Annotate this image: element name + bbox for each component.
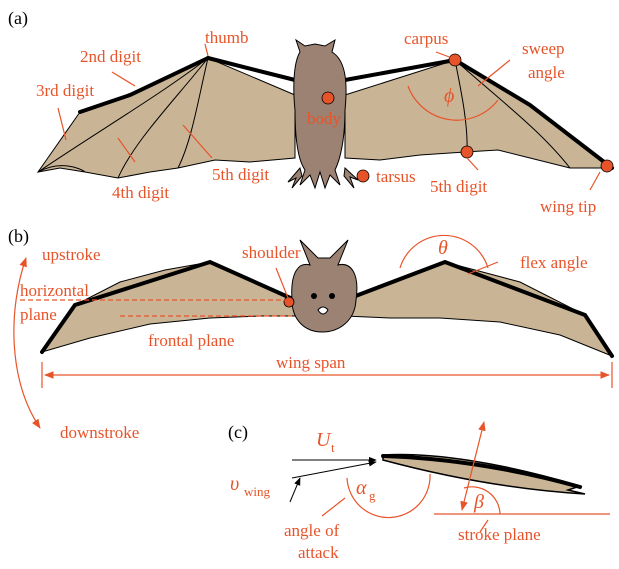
tarsus-marker (357, 170, 369, 182)
resultant-vector (292, 462, 376, 478)
digit5-right-label: 5th digit (430, 177, 487, 196)
attack-label: attack (298, 543, 339, 562)
panel-c: (c) U t υ wing α g angle of attack β str… (228, 422, 610, 562)
shoulder-label: shoulder (242, 243, 301, 262)
digit2-label: 2nd digit (80, 47, 141, 66)
upstroke-label: upstroke (42, 245, 101, 264)
tarsus-label: tarsus (376, 167, 416, 186)
v-subscript: wing (244, 484, 271, 499)
panel-a-label: (a) (8, 8, 28, 29)
digit3-leader (58, 108, 66, 140)
panel-b-label: (b) (8, 226, 29, 247)
plane-label: plane (20, 305, 57, 324)
wing-tip-marker (601, 160, 613, 172)
body-marker (322, 92, 334, 104)
wing-tip-leader (590, 172, 600, 190)
stroke-plane-label: stroke plane (458, 525, 541, 544)
wing-span-label: wing span (276, 353, 346, 372)
right-foot (344, 168, 358, 188)
digit3-label: 3rd digit (36, 81, 94, 100)
v-wing-vector (290, 478, 300, 502)
digit2-leader (112, 72, 135, 86)
beta-symbol: β (473, 491, 484, 513)
wing-tip-label: wing tip (540, 197, 596, 216)
left-eye (311, 293, 317, 299)
horizontal-label: horizontal (20, 281, 89, 300)
v-symbol: υ (230, 473, 239, 495)
frontal-plane-label: frontal plane (148, 331, 234, 350)
u-symbol: U (316, 429, 332, 451)
phi-symbol: ϕ (444, 85, 454, 107)
theta-symbol: θ (438, 237, 448, 259)
alpha-symbol: α (356, 477, 367, 499)
shoulder-marker (284, 297, 294, 307)
digit4-label: 4th digit (112, 183, 169, 202)
wing-section (383, 454, 585, 494)
u-subscript: t (331, 440, 335, 455)
body-label: body (307, 109, 342, 128)
panel-b: (b) upstroke shoulder horizontal plane f… (8, 226, 612, 442)
panel-a: (a) (8, 8, 613, 216)
angle-of-attack-leader (322, 498, 345, 516)
thumb-label: thumb (205, 28, 248, 47)
fifth-digit-marker (461, 146, 473, 158)
alpha-subscript: g (369, 488, 376, 503)
digit5-left-label: 5th digit (212, 165, 269, 184)
downstroke-label: downstroke (60, 423, 139, 442)
sweep-label: sweep (522, 39, 564, 58)
angle-label: angle (528, 63, 565, 82)
angle-of-label: angle of (284, 521, 340, 540)
flex-angle-label: flex angle (520, 253, 588, 272)
carpus-marker (449, 54, 461, 66)
right-eye (329, 293, 335, 299)
bat-head-front (292, 240, 357, 332)
panel-c-label: (c) (228, 422, 248, 443)
fifth-digit-right-leader (467, 158, 478, 170)
carpus-leader (436, 52, 452, 58)
carpus-label: carpus (404, 29, 448, 48)
